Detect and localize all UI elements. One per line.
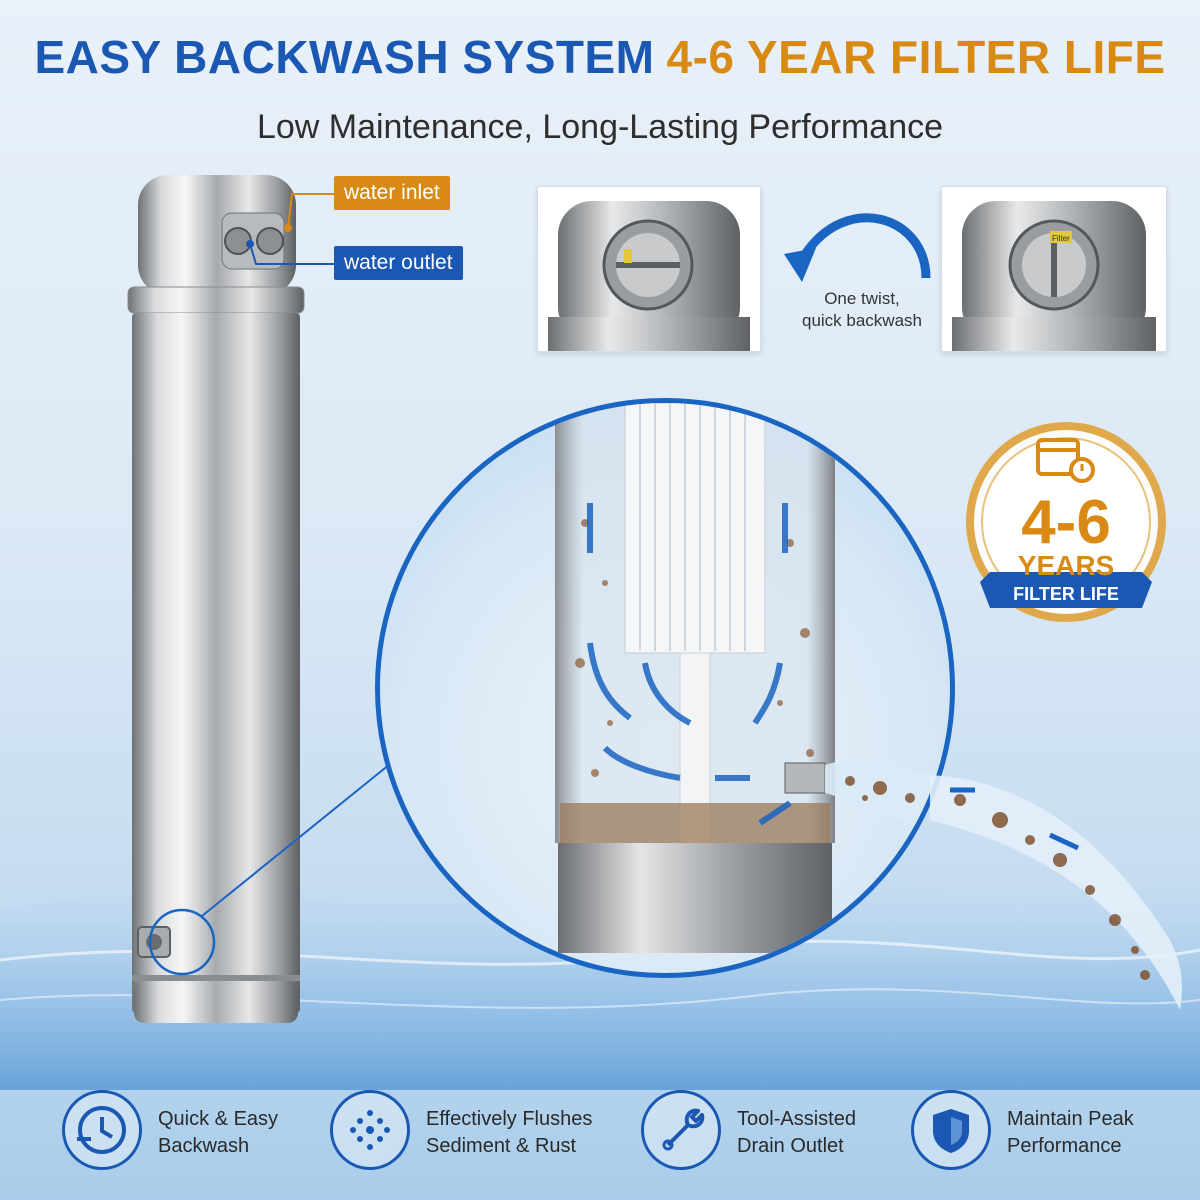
badge-value: 4-6 bbox=[1021, 488, 1111, 557]
water-inlet-label: water inlet bbox=[334, 176, 450, 210]
filter-housing bbox=[127, 175, 305, 1023]
calendar-clock-icon bbox=[1036, 438, 1095, 483]
twist-caption: One twist, quick backwash bbox=[782, 288, 942, 332]
feature-label: Quick & Easy Backwash bbox=[158, 1108, 279, 1157]
dots-flush-icon bbox=[330, 1090, 410, 1170]
twist-line1: One twist, bbox=[824, 289, 900, 308]
twist-arrow-icon bbox=[784, 213, 931, 282]
title-right: 4-6 YEAR FILTER LIFE bbox=[666, 31, 1166, 83]
feature-label: Tool-Assisted Drain Outlet bbox=[737, 1108, 856, 1157]
shield-icon bbox=[911, 1090, 991, 1170]
feature-label: Effectively Flushes Sediment & Rust bbox=[426, 1108, 593, 1157]
backwash-cutaway bbox=[555, 403, 950, 953]
wrench-icon bbox=[641, 1090, 721, 1170]
cap-closed-image bbox=[548, 201, 750, 351]
filter-life-badge: 4-6 YEARS FILTER LIFE bbox=[960, 422, 1172, 634]
page-subtitle: Low Maintenance, Long-Lasting Performanc… bbox=[256, 108, 944, 146]
badge-ribbon: FILTER LIFE bbox=[1013, 584, 1119, 604]
badge-unit: YEARS bbox=[1017, 550, 1115, 581]
cap-before-thumbnail bbox=[537, 186, 761, 352]
filter-tag-text: Filter bbox=[1052, 234, 1070, 243]
backwash-zoom-view bbox=[375, 398, 955, 978]
clock-backwash-icon bbox=[62, 1090, 142, 1170]
feature-label: Maintain Peak Performance bbox=[1007, 1108, 1134, 1157]
cap-open-image: Filter bbox=[952, 201, 1156, 351]
title-left: EASY BACKWASH SYSTEM bbox=[34, 31, 655, 83]
water-jet bbox=[930, 775, 1182, 1010]
cap-after-thumbnail: Filter bbox=[941, 186, 1167, 352]
twist-line2: quick backwash bbox=[801, 311, 922, 330]
water-outlet-label: water outlet bbox=[334, 246, 463, 280]
badge-ring bbox=[966, 422, 1166, 622]
